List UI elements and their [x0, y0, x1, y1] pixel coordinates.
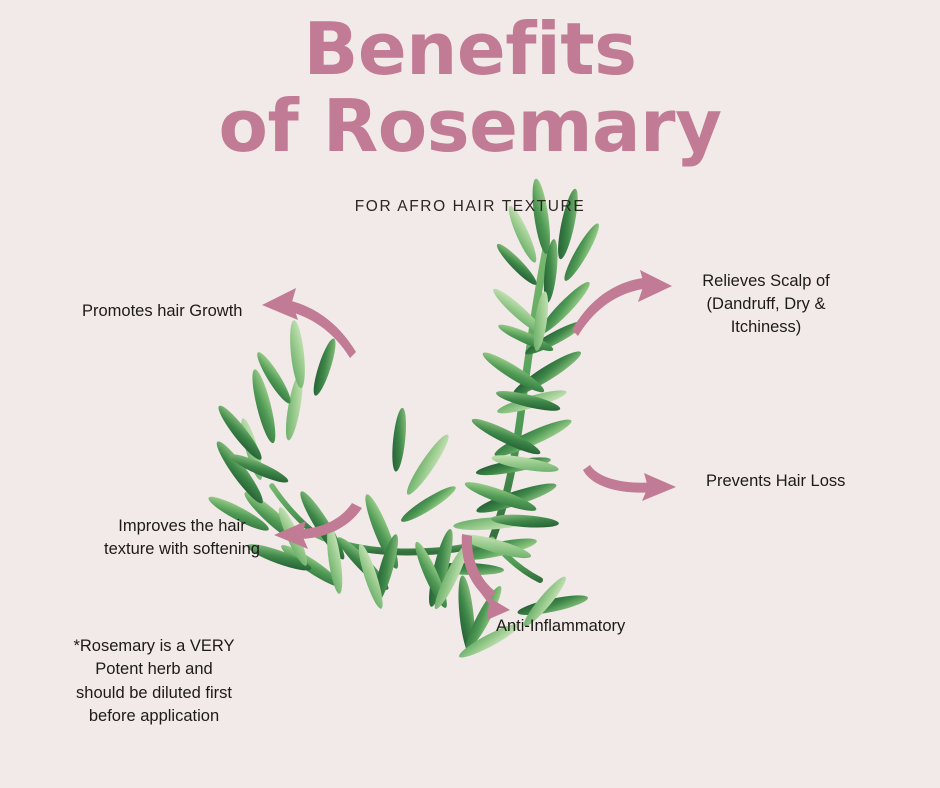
footnote-disclaimer: *Rosemary is a VERY Potent herb and shou… — [73, 637, 235, 726]
arrow-anti-inflammatory — [461, 534, 510, 620]
title-line-1: Benefits — [303, 7, 637, 91]
callout-relieves-scalp: Relieves Scalp of (Dandruff, Dry & Itchi… — [702, 272, 830, 336]
subtitle: FOR AFRO HAIR TEXTURE — [354, 198, 586, 215]
callout-improves-hair-texture: Improves the hair texture with softening — [104, 517, 260, 558]
callout-anti-inflammatory: Anti-Inflammatory — [496, 617, 626, 635]
rosemary-leaves-upper — [432, 178, 600, 576]
page-title: Benefits of Rosemary — [0, 7, 940, 168]
arrow-relieves-scalp — [572, 270, 672, 336]
title-line-2: of Rosemary — [218, 83, 723, 168]
arrow-promotes-hair-growth — [262, 288, 356, 358]
callout-prevents-hair-loss: Prevents Hair Loss — [706, 472, 846, 490]
rosemary-leaves-left — [208, 320, 588, 658]
rosemary-stems — [269, 246, 550, 583]
arrow-improves-hair-texture — [274, 503, 362, 549]
callout-promotes-hair-growth: Promotes hair Growth — [82, 302, 243, 320]
arrow-prevents-hair-loss — [583, 465, 676, 501]
